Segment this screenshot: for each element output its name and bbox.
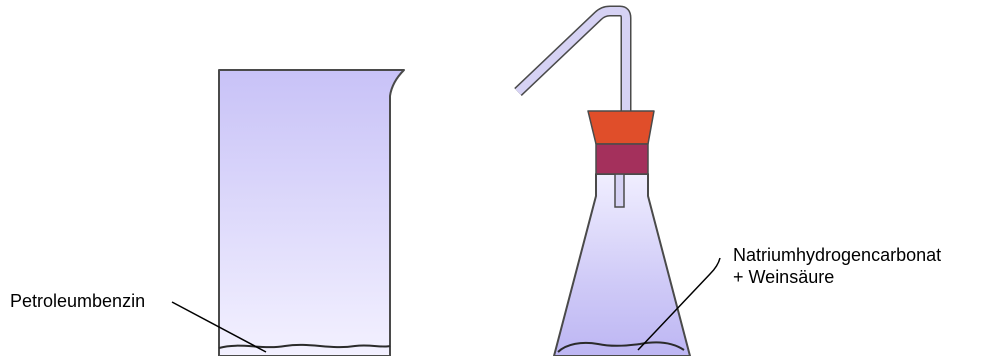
label-reagent-line1: Natriumhydrogencarbonat	[733, 245, 942, 265]
label-petroleumbenzin: Petroleumbenzin	[10, 291, 146, 311]
rubber-stopper-icon	[587, 110, 655, 175]
leader-line-reagent	[637, 257, 721, 351]
bent-glass-tube-icon	[514, 5, 632, 112]
erlenmeyer-flask-icon	[553, 173, 691, 357]
label-reagent: Natriumhydrogencarbonat + Weinsäure	[733, 244, 941, 288]
inner-tube	[614, 173, 625, 208]
beaker-liquid-surface	[218, 343, 391, 349]
leader-line-petrol	[171, 301, 267, 353]
label-reagent-line2: + Weinsäure	[733, 267, 835, 287]
beaker-icon	[218, 69, 405, 357]
flask-solid-surface	[557, 341, 685, 353]
